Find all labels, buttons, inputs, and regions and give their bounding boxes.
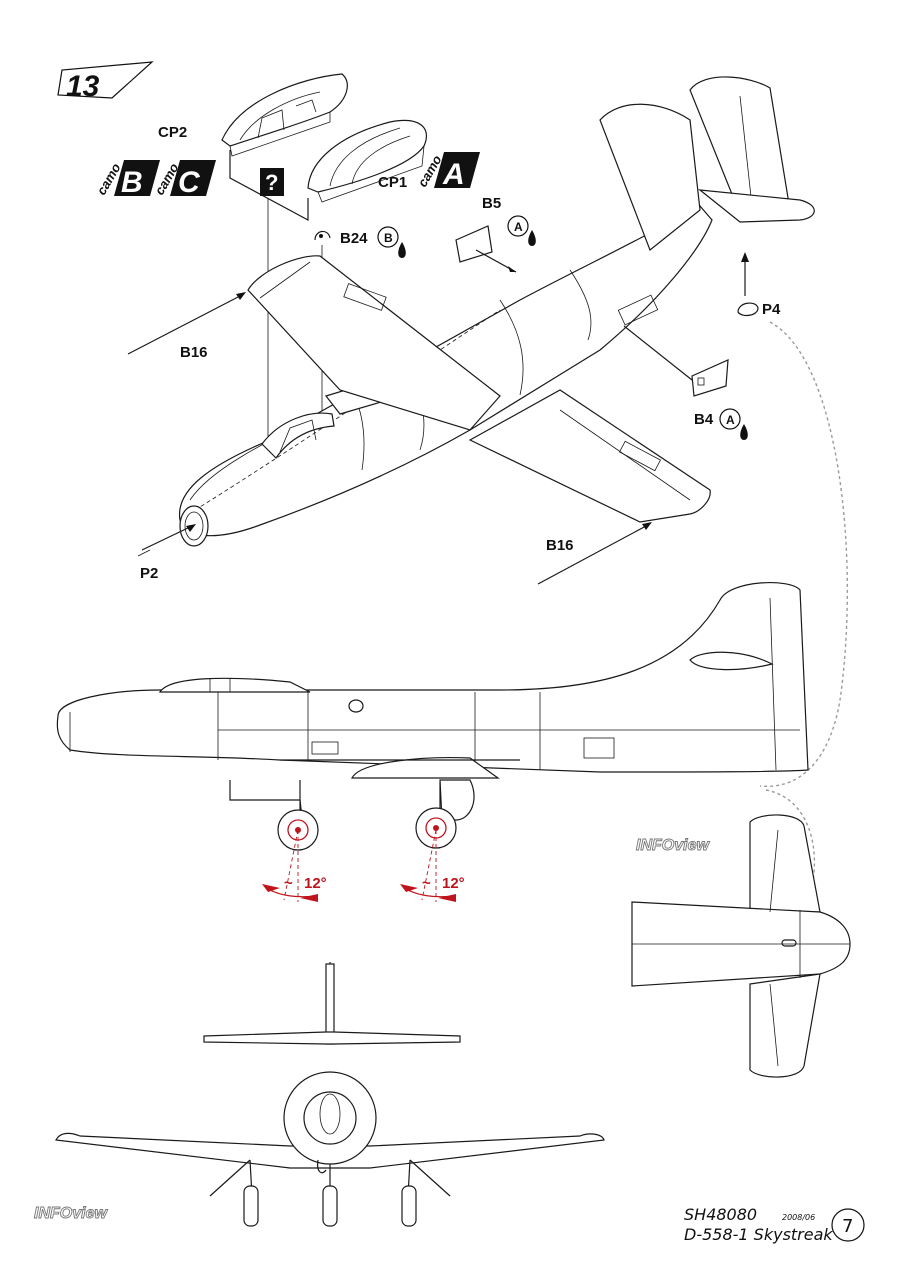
part-label-p2: P2 xyxy=(140,565,158,582)
part-label-b5: B5 xyxy=(482,195,501,212)
part-label-b16-upper: B16 xyxy=(180,344,208,361)
canopy-bracket: ? xyxy=(229,150,309,222)
p4-guide-path-side xyxy=(759,321,849,787)
part-b24-icon xyxy=(314,230,331,241)
part-b16-lower xyxy=(537,522,652,585)
aircraft-underside-tail-view xyxy=(631,814,851,1078)
paint-ref-b5: A xyxy=(507,215,536,246)
angle-indicator-right: ~ 12° xyxy=(400,829,465,902)
angle-approx-right: ~ xyxy=(422,875,431,892)
part-label-cp2: CP2 xyxy=(158,124,187,141)
paint-ref-b4: A xyxy=(719,408,748,440)
step-number-box: 13 xyxy=(57,61,154,103)
camo-badge-b: camo B xyxy=(94,160,160,199)
angle-label-left: 12° xyxy=(304,875,327,892)
canopy-cp1 xyxy=(307,119,427,203)
part-p2 xyxy=(137,524,196,557)
paint-ref-b24: B xyxy=(377,226,406,258)
canopy-cp2 xyxy=(221,73,348,157)
aircraft-side-view xyxy=(56,581,809,779)
footer-date: 2008/06 xyxy=(782,1213,815,1222)
footer-info: SH48080 2008/06 D-558-1 Skystreak 7 xyxy=(684,1205,865,1244)
part-label-cp1: CP1 xyxy=(378,174,407,191)
angle-indicator-left: ~ 12° xyxy=(262,829,327,902)
angle-approx-left: ~ xyxy=(284,875,293,892)
part-label-b24: B24 xyxy=(340,230,368,247)
part-b5-panel xyxy=(455,225,517,273)
page-number: 7 xyxy=(842,1216,853,1237)
camo-letter-b: B xyxy=(121,166,143,199)
step-number: 13 xyxy=(66,70,100,103)
part-p4 xyxy=(737,252,759,317)
part-b16-upper xyxy=(127,292,246,355)
paint-ref-b4-letter: A xyxy=(726,413,735,427)
camo-badge-a: camo A xyxy=(415,152,480,191)
paint-ref-b24-letter: B xyxy=(384,231,393,245)
footer-model: D-558-1 Skystreak xyxy=(684,1225,833,1244)
aircraft-front-view xyxy=(55,962,605,1227)
part-label-p4: P4 xyxy=(762,301,781,318)
camo-badge-c: camo C xyxy=(152,160,216,199)
main-gear-left xyxy=(229,780,319,851)
part-b4-panel xyxy=(623,325,729,397)
aircraft-isometric-view xyxy=(178,76,815,547)
infoview-label-side: INFOview xyxy=(636,837,710,854)
camo-letter-a: A xyxy=(442,158,465,191)
angle-label-right: 12° xyxy=(442,875,465,892)
camo-letter-c: C xyxy=(178,166,201,199)
page-number-circle xyxy=(831,1208,865,1242)
main-gear-right xyxy=(415,779,475,849)
part-label-b16-lower: B16 xyxy=(546,537,574,554)
paint-ref-b5-letter: A xyxy=(514,220,523,234)
query-mark: ? xyxy=(265,170,278,195)
footer-code: SH48080 xyxy=(684,1205,757,1224)
infoview-label-footer: INFOview xyxy=(34,1205,108,1222)
part-label-b4: B4 xyxy=(694,411,714,428)
